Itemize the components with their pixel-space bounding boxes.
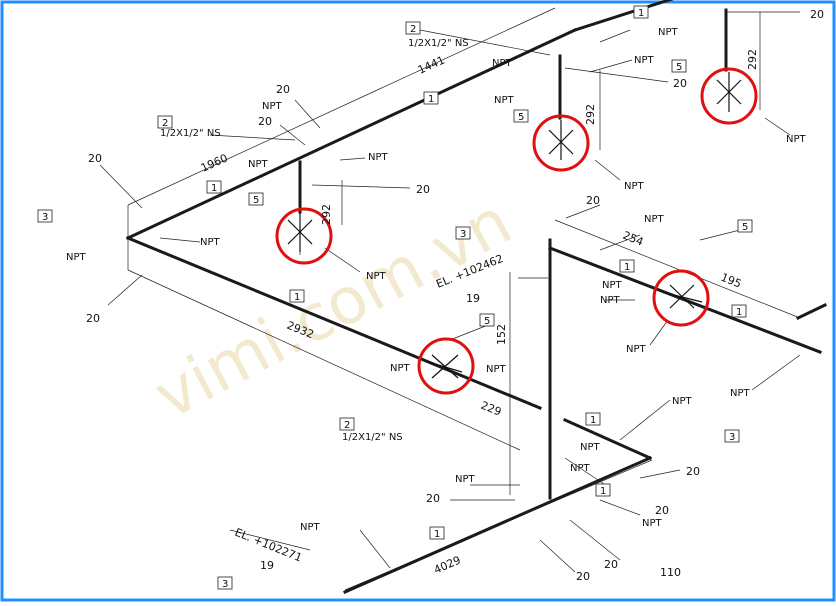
spec-label: 1/2X1/2" NS [342, 432, 403, 443]
dim-1441: 1441 [416, 53, 447, 76]
dim-229: 229 [479, 399, 503, 419]
highlight-circle [652, 269, 710, 327]
npt-label: NPT [642, 518, 663, 529]
npt-label: NPT [730, 388, 751, 399]
valves [287, 72, 742, 379]
npt-labels: NPT NPT NPT NPT NPT NPT NPT NPT NPT NPT … [66, 27, 807, 533]
tag-1: 1 [624, 262, 630, 273]
dim-20: 20 [810, 8, 824, 21]
tag-5: 5 [676, 62, 682, 73]
dimension-lines [99, 7, 801, 591]
dim-254: 254 [621, 229, 645, 249]
highlight-circle [532, 114, 590, 172]
tag-1: 1 [434, 529, 440, 540]
npt-label: NPT [634, 55, 655, 66]
spec-label: 1/2X1/2" NS [160, 128, 221, 139]
npt-label: NPT [390, 363, 411, 374]
dim-20: 20 [673, 77, 687, 90]
npt-label: NPT [494, 95, 515, 106]
spec-label: 1/2X1/2" NS [408, 38, 469, 49]
dim-292: 292 [746, 49, 759, 70]
tag-2: 2 [162, 118, 168, 129]
tag-labels: 3 2 2 5 5 5 3 5 5 2 3 3 1 1 1 1 1 1 1 1 … [42, 8, 748, 590]
dim-195: 195 [719, 271, 743, 291]
tag-3: 3 [42, 212, 48, 223]
tag-1: 1 [211, 183, 217, 194]
valve-icon [716, 72, 742, 112]
valve-icon [548, 120, 574, 160]
npt-label: NPT [200, 237, 221, 248]
npt-label: NPT [626, 344, 647, 355]
tag-2: 2 [410, 24, 416, 35]
dim-20: 20 [576, 570, 590, 583]
dim-20: 20 [86, 312, 100, 325]
npt-label: NPT [602, 280, 623, 291]
highlight-circle [275, 207, 333, 265]
tag-1: 1 [736, 307, 742, 318]
dim-292: 292 [584, 104, 597, 125]
watermark-text: vimi.com.vn [143, 185, 523, 434]
valve-icon [427, 354, 463, 379]
tag-3: 3 [460, 229, 466, 240]
dimension-values: 20 20 20 20 20 20 20 20 20 20 20 20 20 1… [86, 8, 824, 583]
npt-label: NPT [368, 152, 389, 163]
tag-3: 3 [222, 579, 228, 590]
tag-3: 3 [729, 432, 735, 443]
npt-label: NPT [580, 442, 601, 453]
dim-20: 20 [686, 465, 700, 478]
tag-1: 1 [428, 94, 434, 105]
npt-label: NPT [66, 252, 87, 263]
dim-20: 20 [416, 183, 430, 196]
npt-label: NPT [492, 58, 513, 69]
dim-20: 20 [426, 492, 440, 505]
dim-20: 20 [604, 558, 618, 571]
npt-label: NPT [600, 295, 621, 306]
tag-5: 5 [518, 112, 524, 123]
npt-label: NPT [300, 522, 321, 533]
tag-1: 1 [294, 292, 300, 303]
npt-label: NPT [455, 474, 476, 485]
tag-5: 5 [484, 316, 490, 327]
tag-1: 1 [600, 486, 606, 497]
npt-label: NPT [486, 364, 507, 375]
tag-1: 1 [638, 8, 644, 19]
tag-boxes [37, 5, 753, 590]
dim-1960: 1960 [199, 151, 230, 174]
dim-292: 292 [320, 204, 333, 225]
tag-5: 5 [253, 195, 259, 206]
npt-label: NPT [786, 134, 807, 145]
dim-152: 152 [495, 324, 508, 345]
dim-4029: 4029 [432, 553, 463, 576]
tag-2: 2 [344, 420, 350, 431]
npt-label: NPT [570, 463, 591, 474]
spec-labels: 1/2X1/2" NS 1/2X1/2" NS 1/2X1/2" NS [160, 38, 469, 443]
valve-icon [661, 284, 703, 309]
dim-19: 19 [466, 292, 480, 305]
npt-label: NPT [624, 181, 645, 192]
dim-110: 110 [660, 566, 681, 579]
highlight-circles [275, 67, 758, 395]
npt-label: NPT [248, 159, 269, 170]
npt-label: NPT [644, 214, 665, 225]
dim-20: 20 [276, 83, 290, 96]
highlight-circle [700, 67, 758, 125]
highlight-circle [417, 337, 475, 395]
npt-label: NPT [262, 101, 283, 112]
dim-20: 20 [258, 115, 272, 128]
dim-20: 20 [586, 194, 600, 207]
dim-20: 20 [655, 504, 669, 517]
dim-20: 20 [88, 152, 102, 165]
dim-19: 19 [260, 559, 274, 572]
tag-1: 1 [590, 415, 596, 426]
tag-5: 5 [742, 222, 748, 233]
npt-label: NPT [672, 396, 693, 407]
npt-label: NPT [366, 271, 387, 282]
valve-icon [287, 212, 313, 252]
npt-label: NPT [658, 27, 679, 38]
